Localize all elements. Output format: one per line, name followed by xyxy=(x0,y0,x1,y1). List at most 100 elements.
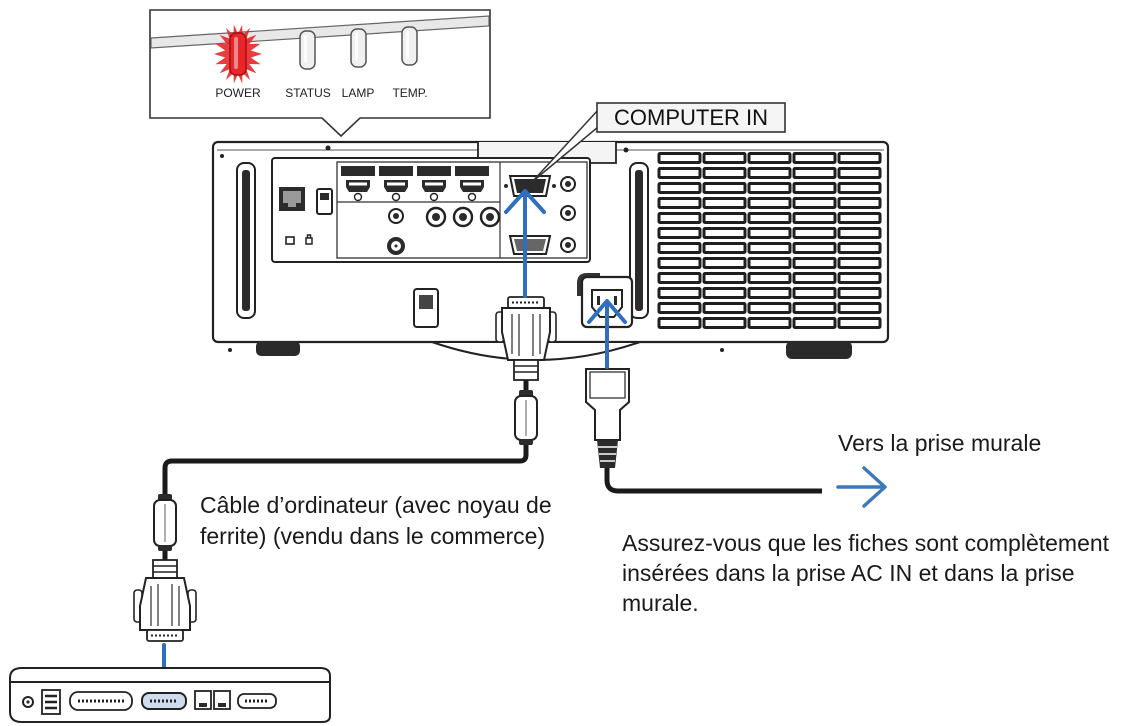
strain-relief-ridges xyxy=(598,446,617,462)
usb-port-tongue xyxy=(320,193,329,200)
ferrite-core-projector-side xyxy=(514,390,538,445)
screw-hole xyxy=(325,145,331,151)
indicator-panel: POWER STATUS LAMP TEMP. xyxy=(149,9,491,138)
audio-in-jack-core xyxy=(565,181,571,187)
computer-in-screw-right xyxy=(552,184,556,188)
hdmi3-port-slot xyxy=(425,182,443,186)
note-line-1: Assurez-vous que les fiches sont complèt… xyxy=(622,530,1110,556)
power-cord xyxy=(604,466,822,494)
connector-body xyxy=(501,307,551,361)
security-slot-icon xyxy=(285,236,295,245)
connector-body xyxy=(139,577,191,631)
power-plug xyxy=(585,368,630,468)
power-led-highlight xyxy=(234,37,238,69)
laptop-parallel-port xyxy=(69,691,133,711)
terminal-inner-frame xyxy=(336,161,588,259)
screw-hole xyxy=(623,147,629,153)
arrow-up-icon xyxy=(504,189,546,298)
status-led xyxy=(299,30,316,70)
status-indicator-label: STATUS xyxy=(285,86,331,100)
hdbaset-label-chip xyxy=(455,166,489,176)
note-line-3: murale. xyxy=(622,590,699,616)
ferrite-core-computer-side xyxy=(153,494,177,551)
arrow-right-icon xyxy=(836,466,887,508)
hdbaset-port xyxy=(460,180,484,192)
screw-hole xyxy=(228,348,232,352)
lamp-led-highlight xyxy=(355,33,358,61)
temp-led xyxy=(401,26,418,66)
laptop-lan-port-tab xyxy=(199,703,207,707)
computer-in-port-socket xyxy=(514,179,546,193)
connector-grip-ridges xyxy=(511,314,541,356)
hdmi1-indicator xyxy=(353,192,363,202)
cable-caption-line-1: Câble d’ordinateur (avec noyau de xyxy=(200,492,552,518)
vga-connector-computer-side xyxy=(133,559,197,642)
power-indicator-label: POWER xyxy=(215,86,261,100)
hdmi2-port-slot xyxy=(387,182,405,186)
projector xyxy=(211,140,890,361)
laptop-audio-jack xyxy=(22,696,34,708)
component-jack-y-core xyxy=(432,213,440,221)
lan-port xyxy=(279,187,305,211)
left-handle-grip xyxy=(242,170,250,311)
note-line-2: insérées dans la prise AC IN et dans la … xyxy=(622,560,1075,586)
left-handle xyxy=(236,162,256,319)
connector-strain-relief xyxy=(513,359,539,381)
wall-outlet-label: Vers la prise murale xyxy=(838,430,1041,456)
hdmi1-port-slot xyxy=(349,182,367,186)
computer-in-callout-box xyxy=(596,102,786,133)
laptop-usb-slots xyxy=(45,694,57,710)
computer-cable xyxy=(162,378,529,562)
laptop-lid-edge xyxy=(9,667,331,683)
strain-relief-ridges xyxy=(514,365,538,373)
right-handle-grip xyxy=(635,170,643,311)
hdbaset-indicator xyxy=(467,192,477,202)
audio-out-jack-core xyxy=(393,213,399,219)
hdmi3-label-chip xyxy=(417,166,451,176)
temp-indicator-label: TEMP. xyxy=(392,86,427,100)
strain-relief-ridges xyxy=(153,565,177,573)
hdbaset-port-slot xyxy=(463,182,481,186)
power-plug-face xyxy=(589,371,626,399)
status-led-highlight xyxy=(304,35,307,63)
hdmi2-indicator xyxy=(391,192,401,202)
lan-port-tab xyxy=(288,203,296,207)
ac-in-pin-left xyxy=(597,296,600,305)
monitor-out-port-socket xyxy=(514,239,546,251)
power-led xyxy=(229,32,247,76)
computer-in-callout: COMPUTER IN xyxy=(531,102,786,183)
hdmi1-label-chip xyxy=(341,166,375,176)
connector-strain-relief xyxy=(152,559,178,579)
screw-hole xyxy=(720,348,724,352)
terminal-panel xyxy=(271,157,591,263)
audio-in-jack-2-core xyxy=(565,210,571,216)
projector-left-foot xyxy=(256,341,300,356)
lock-icon xyxy=(305,234,313,245)
lan-port-socket xyxy=(283,191,301,203)
usb-port xyxy=(316,188,333,215)
power-plug-body xyxy=(585,368,630,441)
arrow-up-icon xyxy=(587,299,627,369)
connector-grip-ridges xyxy=(150,584,180,626)
screw-hole xyxy=(220,154,224,158)
vent-grille xyxy=(657,151,882,331)
ferrite-collar xyxy=(519,439,533,445)
component-jack-cb-core xyxy=(459,213,467,221)
hdmi3-indicator xyxy=(429,192,439,202)
pc-control-port-pin xyxy=(394,244,398,248)
ac-in-pin-right xyxy=(614,296,617,305)
cable-caption-line-2: ferrite) (vendu dans le commerce) xyxy=(200,523,545,549)
computer-in-label: COMPUTER IN xyxy=(614,105,768,130)
computer-in-screw-left xyxy=(504,184,508,188)
lamp-led xyxy=(350,28,367,68)
latch xyxy=(413,288,439,328)
remote-port-core xyxy=(565,242,571,248)
ferrite-collar xyxy=(158,545,172,551)
component-jack-cr-core xyxy=(486,213,494,221)
hdmi1-port xyxy=(346,180,370,192)
projector-right-foot xyxy=(786,341,852,359)
temp-led-highlight xyxy=(406,31,409,59)
vga-connector-projector-side xyxy=(495,296,557,381)
hdmi3-port xyxy=(422,180,446,192)
